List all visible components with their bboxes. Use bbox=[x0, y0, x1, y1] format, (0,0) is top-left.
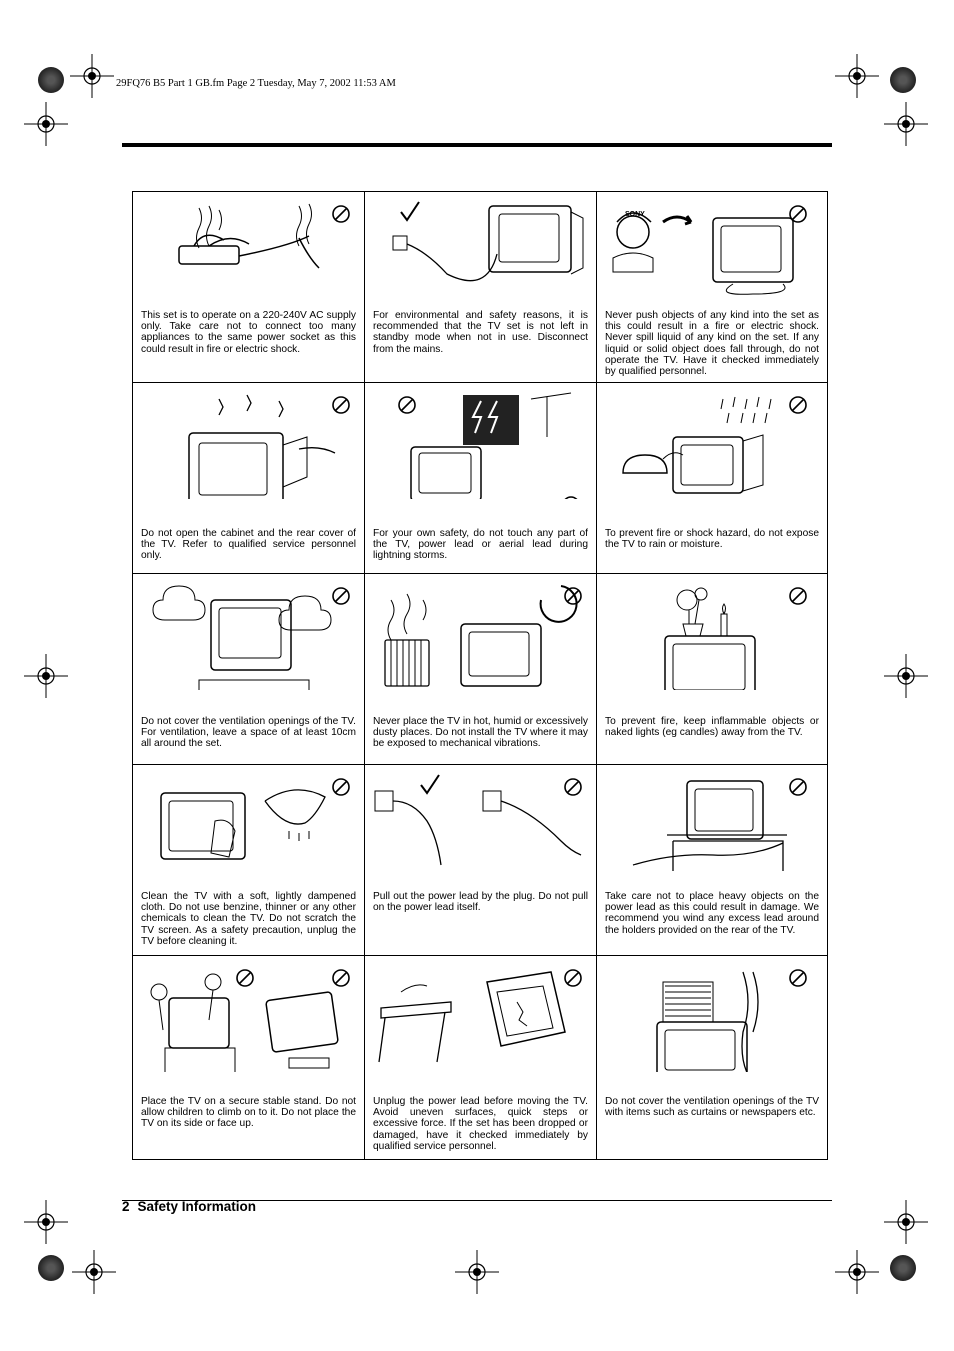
registration-mark-icon bbox=[835, 1250, 879, 1294]
prohibited-icon bbox=[332, 587, 350, 605]
tv-unplug-illustration bbox=[392, 201, 584, 282]
registration-mark-icon bbox=[24, 654, 68, 698]
color-disc-icon bbox=[890, 67, 916, 93]
prohibited-icon bbox=[564, 778, 582, 796]
safety-cell-cleaning: Clean the TV with a soft, lightly dampen… bbox=[133, 765, 365, 956]
bottom-rule bbox=[122, 1200, 832, 1201]
safety-text: Do not cover the ventilation openings of… bbox=[141, 716, 356, 750]
safety-text: For your own safety, do not touch any pa… bbox=[373, 528, 588, 562]
power-socket-illustration bbox=[178, 203, 350, 269]
color-disc-icon bbox=[38, 1255, 64, 1281]
rain-moisture-illustration bbox=[622, 396, 807, 494]
safety-text: Place the TV on a secure stable stand. D… bbox=[141, 1096, 356, 1130]
color-disc-icon bbox=[38, 67, 64, 93]
prohibited-icon bbox=[564, 587, 582, 605]
safety-cell-stable-stand: Place the TV on a secure stable stand. D… bbox=[133, 956, 365, 1159]
prohibited-icon bbox=[332, 778, 350, 796]
prohibited-icon bbox=[789, 969, 807, 987]
safety-cell-power-lead: Take care not to place heavy objects on … bbox=[597, 765, 827, 956]
safety-cell-moving: Unplug the power lead before moving the … bbox=[365, 956, 597, 1159]
safety-text: Do not open the cabinet and the rear cov… bbox=[141, 528, 356, 562]
registration-mark-icon bbox=[70, 54, 114, 98]
document-header-meta: 29FQ76 B5 Part 1 GB.fm Page 2 Tuesday, M… bbox=[116, 78, 396, 89]
registration-mark-icon bbox=[884, 1200, 928, 1244]
prohibited-icon bbox=[398, 396, 416, 414]
page-number: 2 bbox=[122, 1199, 130, 1214]
prohibited-icon bbox=[789, 396, 807, 414]
registration-mark-icon bbox=[835, 54, 879, 98]
liquid-spill-illustration: SONY bbox=[612, 205, 807, 295]
safety-cell-power-supply: This set is to operate on a 220-240V AC … bbox=[133, 192, 365, 383]
prohibited-icon bbox=[789, 205, 807, 223]
heater-sun-illustration bbox=[384, 585, 582, 687]
prohibited-icon bbox=[789, 587, 807, 605]
checkmark-icon bbox=[420, 774, 440, 795]
checkmark-icon bbox=[400, 201, 420, 222]
safety-cell-hot-humid: Never place the TV in hot, humid or exce… bbox=[365, 574, 597, 765]
page-footer: 2 Safety Information bbox=[122, 1199, 256, 1214]
open-cabinet-illustration bbox=[188, 394, 350, 499]
flowers-candle-illustration bbox=[664, 587, 807, 690]
safety-cell-inflammable: To prevent fire, keep inflammable object… bbox=[597, 574, 827, 765]
lightning-storm-illustration bbox=[398, 392, 578, 499]
curtains-newspapers-illustration bbox=[656, 969, 807, 1072]
safety-cell-rain-moisture: To prevent fire or shock hazard, do not … bbox=[597, 383, 827, 574]
safety-text: Never place the TV in hot, humid or exce… bbox=[373, 716, 588, 750]
pull-plug-illustration bbox=[374, 774, 582, 866]
registration-mark-icon bbox=[455, 1250, 499, 1294]
safety-text: To prevent fire or shock hazard, do not … bbox=[605, 528, 819, 551]
ventilation-space-illustration bbox=[152, 585, 350, 690]
registration-mark-icon bbox=[884, 654, 928, 698]
safety-text: To prevent fire, keep inflammable object… bbox=[605, 716, 819, 739]
safety-text: This set is to operate on a 220-240V AC … bbox=[141, 310, 356, 355]
prohibited-icon bbox=[236, 969, 254, 987]
safety-text: Never push objects of any kind into the … bbox=[605, 310, 819, 378]
safety-cell-lightning: For your own safety, do not touch any pa… bbox=[365, 383, 597, 574]
dropped-tv-illustration bbox=[378, 969, 582, 1063]
registration-mark-icon bbox=[884, 102, 928, 146]
registration-mark-icon bbox=[24, 102, 68, 146]
children-climbing-illustration bbox=[150, 969, 350, 1072]
color-disc-icon bbox=[890, 1255, 916, 1281]
safety-text: Clean the TV with a soft, lightly dampen… bbox=[141, 891, 356, 947]
safety-cell-ventilation-space: Do not cover the ventilation openings of… bbox=[133, 574, 365, 765]
prohibited-icon bbox=[332, 396, 350, 414]
safety-text: Do not cover the ventilation openings of… bbox=[605, 1096, 819, 1119]
prohibited-icon bbox=[564, 969, 582, 987]
safety-cell-standby: For environmental and safety reasons, it… bbox=[365, 192, 597, 383]
top-rule bbox=[122, 143, 832, 147]
registration-mark-icon bbox=[24, 1200, 68, 1244]
safety-grid: This set is to operate on a 220-240V AC … bbox=[132, 191, 828, 1160]
prohibited-icon bbox=[332, 969, 350, 987]
cleaning-illustration bbox=[160, 778, 350, 860]
registration-mark-icon bbox=[72, 1250, 116, 1294]
power-lead-stand-illustration bbox=[632, 778, 807, 871]
safety-cell-objects-liquids: SONY Never push objects of any kind into… bbox=[597, 192, 827, 383]
safety-text: Unplug the power lead before moving the … bbox=[373, 1096, 588, 1152]
safety-text: Take care not to place heavy objects on … bbox=[605, 891, 819, 936]
safety-cell-cabinet: Do not open the cabinet and the rear cov… bbox=[133, 383, 365, 574]
cap-label: SONY bbox=[625, 211, 645, 218]
safety-cell-pull-plug: Pull out the power lead by the plug. Do … bbox=[365, 765, 597, 956]
safety-text: For environmental and safety reasons, it… bbox=[373, 310, 588, 355]
safety-text: Pull out the power lead by the plug. Do … bbox=[373, 891, 588, 914]
prohibited-icon bbox=[332, 205, 350, 223]
prohibited-icon bbox=[789, 778, 807, 796]
safety-cell-curtains: Do not cover the ventilation openings of… bbox=[597, 956, 827, 1159]
section-title: Safety Information bbox=[137, 1199, 257, 1214]
prohibited-icon bbox=[564, 496, 578, 499]
